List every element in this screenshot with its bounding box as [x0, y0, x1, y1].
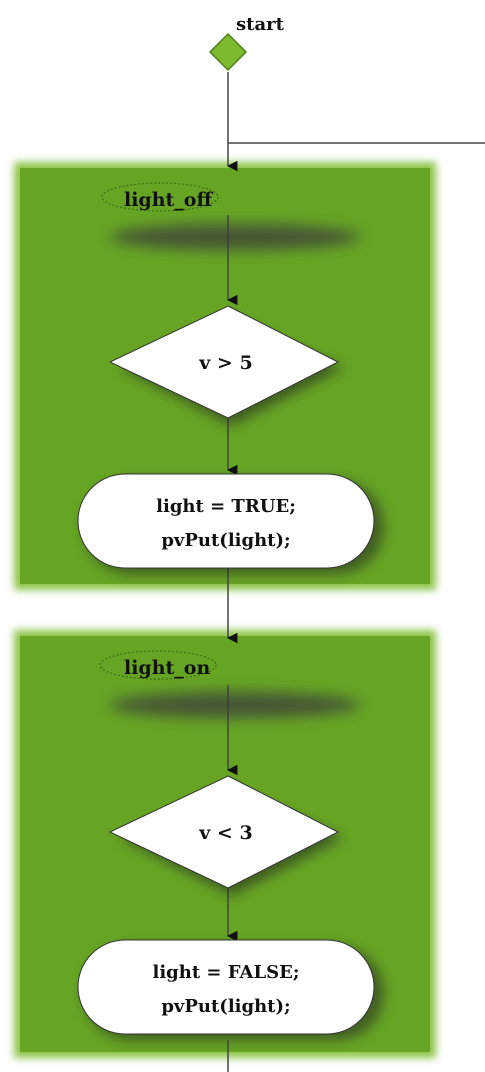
action-line-2: pvPut(light);: [161, 530, 290, 551]
action-line-1: light = TRUE;: [156, 496, 296, 517]
action-line-1: light = FALSE;: [153, 962, 300, 983]
condition-decision: [108, 305, 340, 419]
start-label: start: [236, 14, 285, 35]
state-name-outline: [99, 650, 217, 680]
state-name-label: light_off: [124, 189, 213, 211]
condition-label: v > 5: [198, 352, 252, 374]
connector-lines: [226, 72, 485, 1072]
condition-label: v < 3: [198, 822, 252, 844]
action-box: [77, 473, 375, 569]
state-light-on: light_on v < 3 light = FALSE; pvPut(ligh…: [77, 650, 384, 1040]
state-name-label: light_on: [124, 657, 210, 679]
action-box: [77, 939, 375, 1035]
state-name-shadow-cloud: [110, 224, 360, 250]
start-node: start: [208, 14, 285, 72]
state-name-shadow-cloud: [110, 692, 360, 718]
state-light-off: light_off v > 5 light = TRUE; pvPut(ligh…: [77, 182, 384, 574]
action-line-2: pvPut(light);: [161, 996, 290, 1017]
start-diamond-icon: [208, 32, 248, 72]
condition-decision: [108, 775, 340, 889]
state-name-outline: [101, 182, 219, 212]
